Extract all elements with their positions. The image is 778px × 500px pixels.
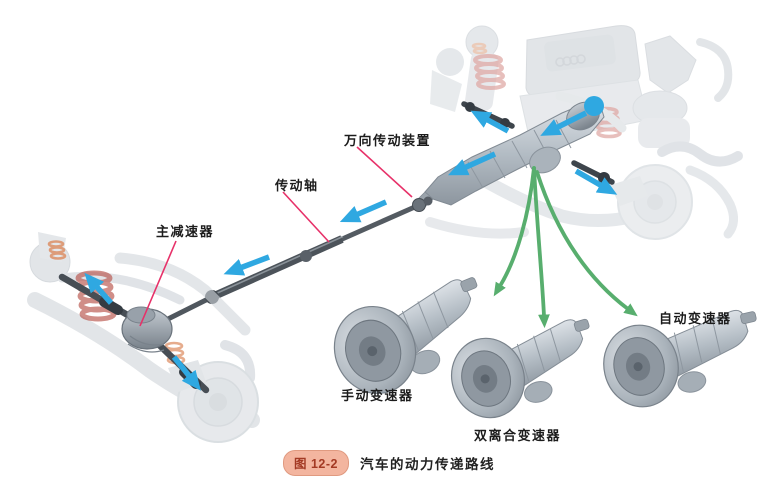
dual-clutch-transmission-illustration: [451, 318, 590, 419]
power-flow-arrow-gearbox-output: [447, 151, 497, 176]
leader-line-drive-shaft: [282, 191, 330, 243]
figure-caption-text: 汽车的动力传递路线: [360, 457, 495, 472]
branch-arrow-to-dual-clutch: [532, 166, 550, 329]
power-flow-arrow-drive-shaft-upper: [339, 199, 388, 223]
coil-spring-ghost: [473, 54, 506, 90]
figure-caption-row: 图 12-2 汽车的动力传递路线: [0, 450, 778, 476]
power-flow-arrow-rear-right-axle: [171, 355, 201, 391]
power-flow-arrow-drive-shaft-lower: [223, 254, 270, 276]
branch-arrow-to-automatic: [535, 170, 638, 317]
automatic-transmission-illustration: [603, 309, 757, 408]
leader-line-universal-drive: [356, 146, 413, 198]
branch-arrow-to-manual: [493, 166, 536, 297]
power-flow-arrow-front-right-axle: [574, 168, 618, 195]
automatic-transmission-label: 自动变速器: [659, 311, 732, 326]
power-flow-arrow-rear-left-axle: [84, 272, 114, 305]
leader-line-final-drive: [139, 240, 177, 327]
drive-shaft-illustration: [160, 196, 433, 325]
figure-number-badge: 图 12-2: [283, 450, 349, 476]
power-flow-arrow-engine-to-gearbox: [540, 110, 588, 136]
manual-transmission-label: 手动变速器: [341, 388, 414, 403]
universal-drive-unit-label: 万向传动装置: [344, 133, 432, 148]
drive-shaft-label: 传动轴: [275, 178, 319, 193]
manual-transmission-illustration: [333, 277, 478, 395]
engine-assembly-ghost-illustration: [425, 25, 743, 240]
power-flow-arrow-front-left-axle: [470, 110, 510, 134]
final-drive-label: 主减速器: [156, 224, 215, 239]
power-source-dot: [584, 96, 604, 116]
dual-clutch-transmission-label: 双离合变速器: [474, 428, 562, 443]
